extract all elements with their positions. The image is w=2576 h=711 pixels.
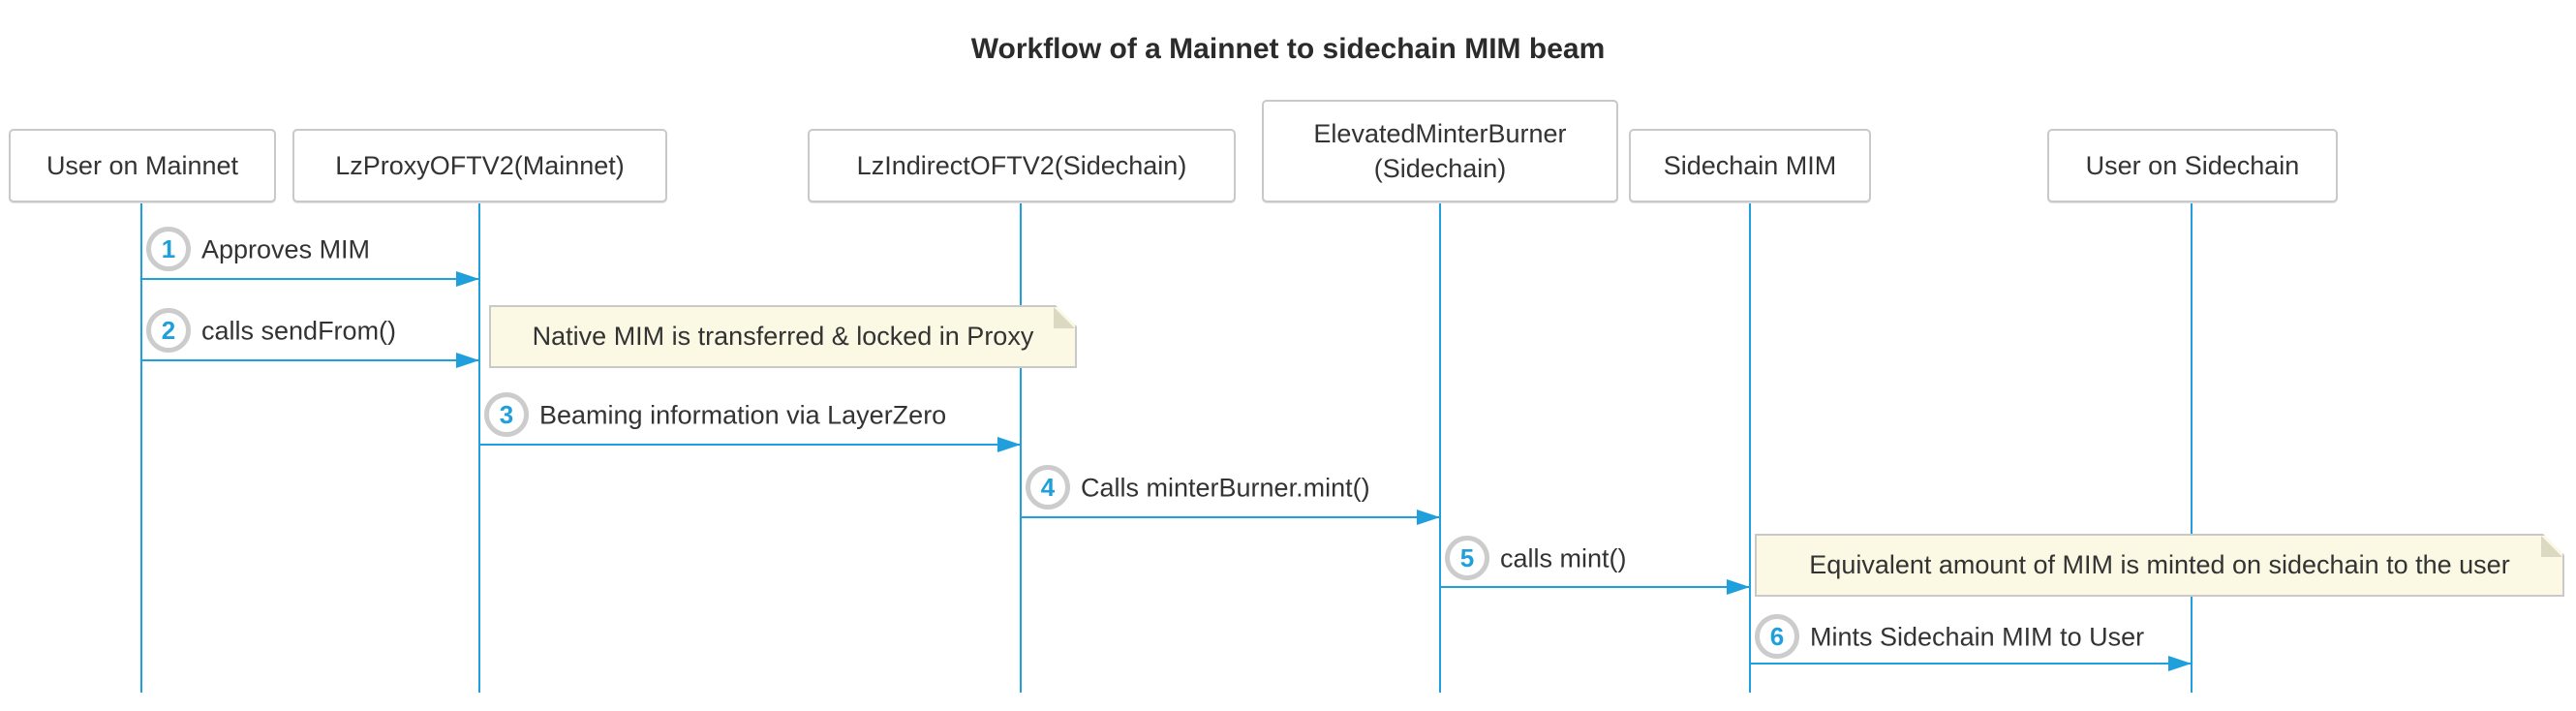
note-text: Equivalent amount of MIM is minted on si… <box>1809 550 2510 579</box>
diagram-title: Workflow of a Mainnet to sidechain MIM b… <box>970 33 1606 65</box>
message-number-2: 2 <box>146 308 191 353</box>
lifeline-sidechain-mim <box>1749 201 1751 693</box>
actor-box-user-on-mainnet: User on Mainnet <box>9 129 276 202</box>
message-arrow-6 <box>1750 656 2192 671</box>
message-number-4: 4 <box>1026 465 1070 510</box>
message-label-1: Approves MIM <box>201 234 371 264</box>
message-label-5: calls mint() <box>1500 543 1627 573</box>
message-number-1: 1 <box>146 227 191 271</box>
message-arrow-2 <box>141 353 479 368</box>
lifeline-user-on-sidechain <box>2191 201 2193 693</box>
message-arrow-3 <box>479 437 1021 452</box>
note-text: Native MIM is transferred & locked in Pr… <box>532 322 1034 351</box>
note-equivalent-mim-minted: Equivalent amount of MIM is minted on si… <box>1755 534 2564 597</box>
message-label-2: calls sendFrom() <box>201 316 397 346</box>
message-arrow-4 <box>1021 510 1440 525</box>
message-arrow-5 <box>1440 579 1750 595</box>
lifeline-elevatedminterburner <box>1439 201 1441 693</box>
message-label-6: Mints Sidechain MIM to User <box>1810 622 2145 652</box>
message-number-5: 5 <box>1445 536 1489 580</box>
message-number-6: 6 <box>1755 614 1799 659</box>
lifeline-lzindirectoftv2 <box>1020 201 1022 693</box>
note-fold-icon <box>2541 536 2562 557</box>
message-label-4: Calls minterBurner.mint() <box>1081 473 1370 503</box>
note-fold-icon <box>1054 307 1075 328</box>
actor-box-elevatedminterburner: ElevatedMinterBurner (Sidechain) <box>1262 100 1618 202</box>
actor-box-lzindirectoftv2: LzIndirectOFTV2(Sidechain) <box>808 129 1236 202</box>
actor-box-user-on-sidechain: User on Sidechain <box>2047 129 2338 202</box>
message-label-3: Beaming information via LayerZero <box>539 400 947 430</box>
lifeline-lzproxyoftv2 <box>478 201 480 693</box>
actor-box-sidechain-mim: Sidechain MIM <box>1629 129 1871 202</box>
actor-box-lzproxyoftv2: LzProxyOFTV2(Mainnet) <box>292 129 667 202</box>
note-native-mim-locked: Native MIM is transferred & locked in Pr… <box>489 305 1077 368</box>
message-number-3: 3 <box>484 392 529 437</box>
lifeline-user-on-mainnet <box>140 201 142 693</box>
message-arrow-1 <box>141 271 479 287</box>
